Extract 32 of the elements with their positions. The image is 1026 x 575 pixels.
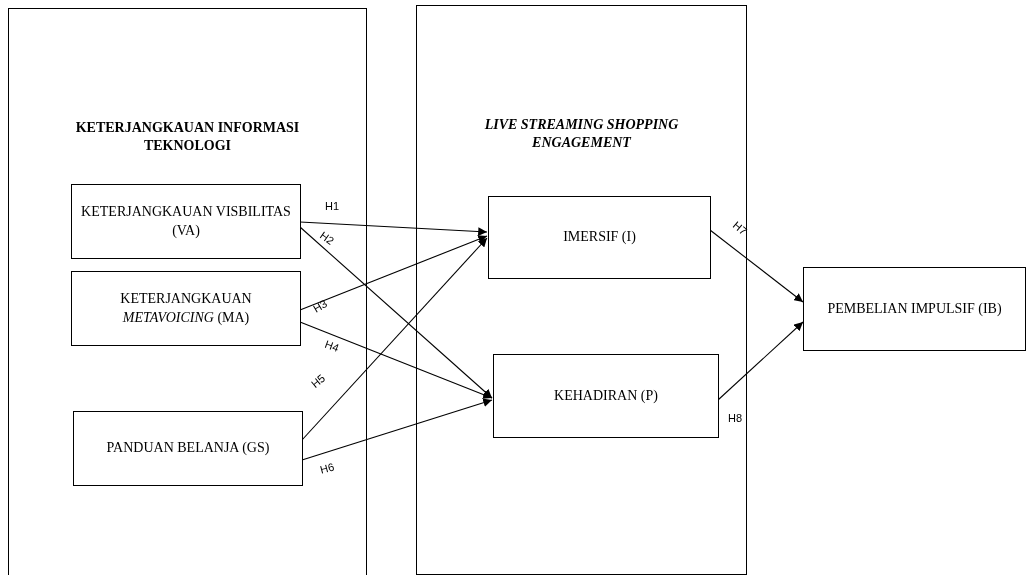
arrow: [709, 229, 804, 303]
variable-label: PANDUAN BELANJA (GS): [106, 439, 270, 458]
variable-box: [73, 411, 303, 486]
arrow: [299, 321, 493, 399]
arrow: [299, 235, 488, 311]
variable-label: IMERSIF (I): [563, 228, 636, 247]
edge-label: H3: [310, 297, 330, 315]
group-heading: LIVE STREAMING SHOPPING ENGAGEMENT: [483, 116, 680, 153]
arrow: [717, 321, 804, 401]
arrow: [301, 237, 488, 441]
variable-box: [71, 271, 301, 346]
variable-box: [803, 267, 1026, 351]
arrow: [299, 221, 488, 236]
edge-label: H6: [318, 460, 336, 476]
edge-label: H4: [323, 337, 341, 355]
variable-label: KETERJANGKAUAN VISBILITAS (VA): [80, 203, 292, 240]
variable-label: KEHADIRAN (P): [554, 386, 658, 405]
edge-label: H5: [308, 371, 328, 391]
edge-label: H1: [325, 200, 340, 212]
variable-label: KETERJANGKAUAN METAVOICING (MA): [119, 290, 253, 327]
variable-label: PEMBELIAN IMPULSIF (IB): [827, 299, 1002, 318]
arrow: [301, 398, 493, 461]
edge-label: H7: [730, 218, 750, 238]
edge-label: H2: [317, 229, 337, 247]
variable-box: [493, 354, 719, 438]
group-panel: [416, 5, 747, 575]
group-heading: KETERJANGKAUAN INFORMASI TEKNOLOGI: [74, 119, 301, 156]
arrow: [299, 226, 493, 399]
variable-box: [71, 184, 301, 259]
variable-box: [488, 196, 711, 279]
edge-label: H8: [728, 412, 743, 424]
group-panel: [8, 8, 367, 575]
